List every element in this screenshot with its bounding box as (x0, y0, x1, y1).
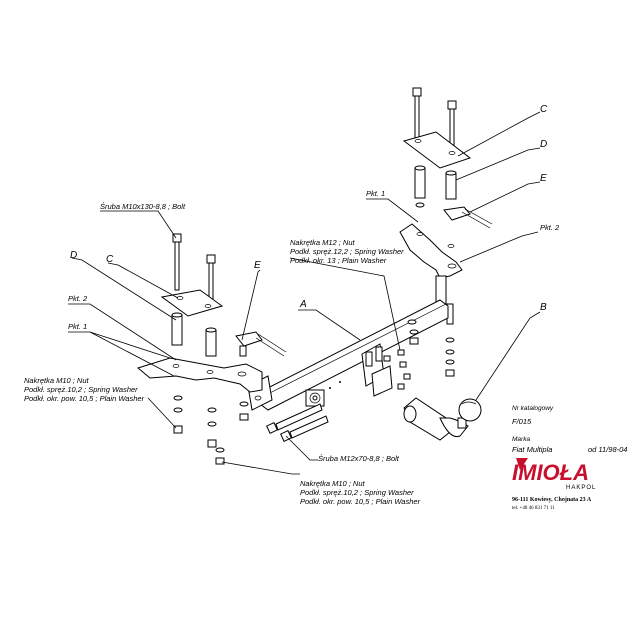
left-mounting-bracket (136, 357, 263, 393)
nut-stack-left (173, 395, 249, 465)
spacer-d-left-1 (171, 312, 183, 346)
brand-logo: IMIOŁA HAKPOL 96-111 Kowiesy, Chojnata 2… (512, 458, 596, 511)
plate-c-left (160, 289, 224, 317)
svg-text:Nakrętka M10 ; Nut: Nakrętka M10 ; Nut (300, 479, 366, 488)
label-pkt2-left: Pkt. 2 (68, 294, 88, 303)
label-d-left: D (70, 250, 77, 261)
spacer-d-left-2 (205, 327, 217, 357)
electrical-socket (305, 389, 325, 407)
bolt-right-1 (412, 87, 422, 145)
label-c-right: C (540, 104, 548, 115)
label-bolt-m10: Śruba M10x130-8,8 ; Bolt (100, 202, 186, 211)
label-c-left: C (106, 254, 114, 265)
bracket-e-right (443, 206, 471, 221)
label-pkt2-right: Pkt. 2 (540, 223, 560, 232)
label-e-right: E (540, 173, 547, 184)
svg-text:Podkł. okr. pow. 10,5 ; Plain: Podkł. okr. pow. 10,5 ; Plain Washer (24, 394, 145, 403)
svg-text:Nakrętka M12 ; Nut: Nakrętka M12 ; Nut (290, 238, 356, 247)
leader-lines (68, 111, 541, 475)
label-b: B (540, 302, 547, 313)
crossbar-a (259, 299, 449, 411)
label-pkt1-left: Pkt. 1 (68, 322, 87, 331)
brand-phone: tel. +48 46 831 71 11 (512, 506, 555, 511)
make-date: od 11/98-04 (588, 445, 627, 454)
svg-text:Podkł. okr. 13 ; Plain Washer: Podkł. okr. 13 ; Plain Washer (290, 256, 387, 265)
bracket-e-left (235, 331, 287, 357)
catalog-number: F/015 (512, 417, 532, 426)
spacer-d-right-1 (414, 165, 426, 199)
nut-stack-right (407, 319, 455, 377)
make-value: Fiat Multipla (512, 445, 552, 454)
svg-text:Podkł. spręż.10,2 ; Spring Was: Podkł. spręż.10,2 ; Spring Washer (24, 385, 138, 394)
bolt-left-1 (172, 233, 182, 291)
label-e-left: E (254, 260, 261, 271)
spacer-d-right-2 (445, 170, 457, 200)
info-block: Nr katalogowy F/015 Marka Fiat Multipla … (512, 405, 627, 454)
make-label: Marka (512, 436, 530, 443)
label-nut-m10-left: Nakrętka M10 ; Nut Podkł. spręż.10,2 ; S… (24, 376, 145, 403)
label-pkt1-right: Pkt. 1 (366, 189, 385, 198)
svg-text:Podkł. spręż.10,2 ; Spring Was: Podkł. spręż.10,2 ; Spring Washer (300, 488, 414, 497)
svg-text:Podkł. spręż.12,2 ; Spring Was: Podkł. spręż.12,2 ; Spring Washer (290, 247, 404, 256)
svg-text:Nakrętka M10 ; Nut: Nakrętka M10 ; Nut (24, 376, 90, 385)
right-mounting-bracket (399, 223, 463, 279)
label-d-right: D (540, 139, 547, 150)
label-a: A (299, 299, 307, 310)
brand-address: 96-111 Kowiesy, Chojnata 23 A (512, 497, 592, 503)
plate-c-right (402, 131, 472, 169)
label-nut-m10-bottom: Nakrętka M10 ; Nut Podkł. spręż.10,2 ; S… (300, 479, 421, 506)
tow-ball-b (403, 397, 482, 441)
label-bolt-m12: Śruba M12x70-8,8 ; Bolt (318, 454, 400, 463)
brand-sub: HAKPOL (566, 485, 596, 491)
label-nut-m12: Nakrętka M12 ; Nut Podkł. spręż.12,2 ; S… (290, 238, 404, 265)
bolt-m12 (266, 403, 323, 434)
catalog-label: Nr katalogowy (512, 405, 554, 412)
svg-text:Podkł. okr. pow. 10,5 ; Plain: Podkł. okr. pow. 10,5 ; Plain Washer (300, 497, 421, 506)
brand-name: IMIOŁA (512, 460, 589, 485)
